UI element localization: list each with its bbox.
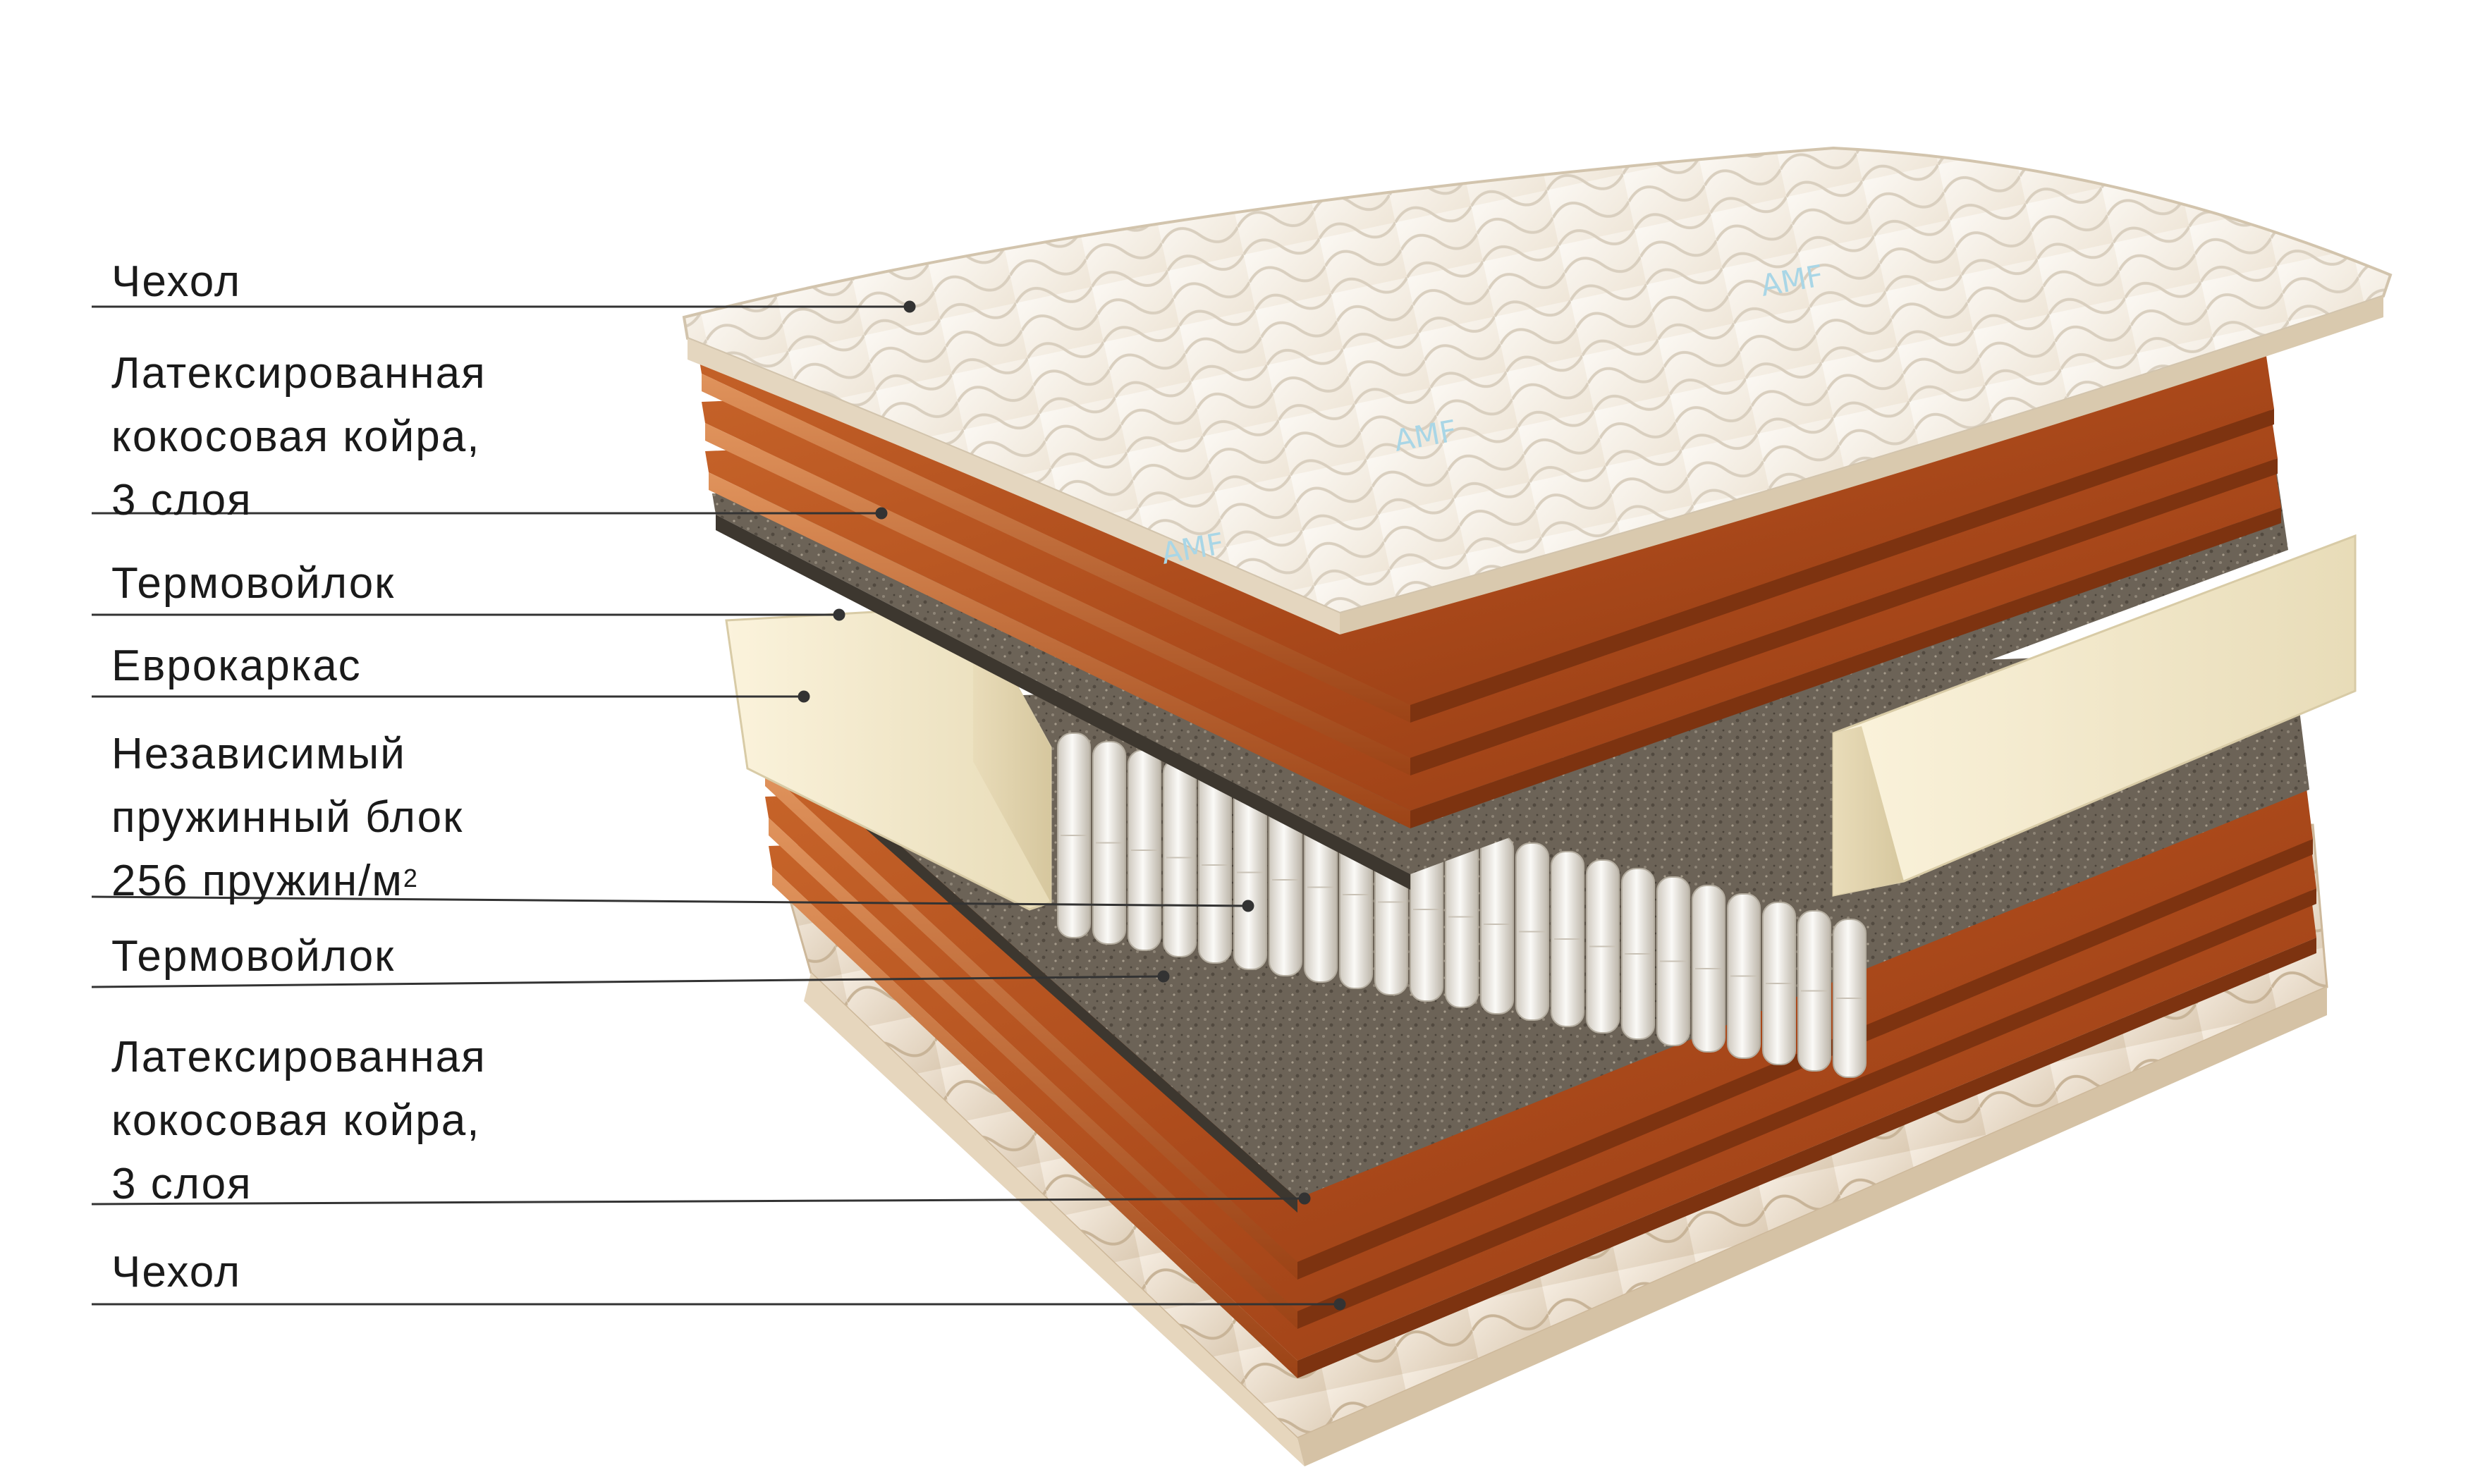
label-spring-block-line3: 256 пружин/м2: [111, 850, 463, 913]
label-coir-top: Латексированная кокосовая койра, 3 слоя: [111, 342, 487, 532]
leader-coir-bottom: [91, 1197, 1305, 1206]
label-coir-bottom-line3: 3 слоя: [111, 1160, 252, 1208]
label-cover-top-line1: Чехол: [111, 257, 242, 306]
label-coir-top-line1: Латексированная: [111, 349, 487, 398]
label-cover-top: Чехол: [111, 250, 241, 314]
label-coir-top-line2: кокосовая койра,: [111, 412, 481, 461]
cover-top-layer: AMF AMF AMF: [682, 146, 2393, 634]
label-cover-bottom-line1: Чехол: [111, 1248, 242, 1296]
label-spring-block-line1: Независимый: [111, 730, 406, 778]
label-euroframe-line1: Еврокаркас: [111, 642, 362, 690]
euroframe-foam: [725, 534, 2357, 911]
label-felt-bottom: Термовойлок: [111, 925, 395, 988]
label-felt-top-line1: Термовойлок: [111, 559, 396, 608]
label-coir-top-line3: 3 слоя: [111, 476, 252, 525]
label-cover-bottom: Чехол: [111, 1241, 241, 1304]
label-felt-top: Термовойлок: [111, 552, 395, 615]
label-coir-bottom-line1: Латексированная: [111, 1033, 487, 1081]
label-spring-block: Независимый пружинный блок 256 пружин/м2: [111, 723, 463, 913]
leader-lines: [91, 300, 1346, 1311]
label-spring-block-line2: пружинный блок: [111, 793, 464, 842]
label-coir-bottom: Латексированная кокосовая койра, 3 слоя: [111, 1026, 487, 1216]
label-euroframe: Еврокаркас: [111, 634, 362, 698]
leader-spring-block: [91, 895, 1249, 907]
leader-felt-bottom: [91, 975, 1164, 988]
label-coir-bottom-line2: кокосовая койра,: [111, 1096, 481, 1145]
label-spring-block-superscript: 2: [403, 864, 419, 893]
label-spring-block-line3-text: 256 пружин/м: [111, 857, 403, 905]
label-felt-bottom-line1: Термовойлок: [111, 932, 396, 981]
